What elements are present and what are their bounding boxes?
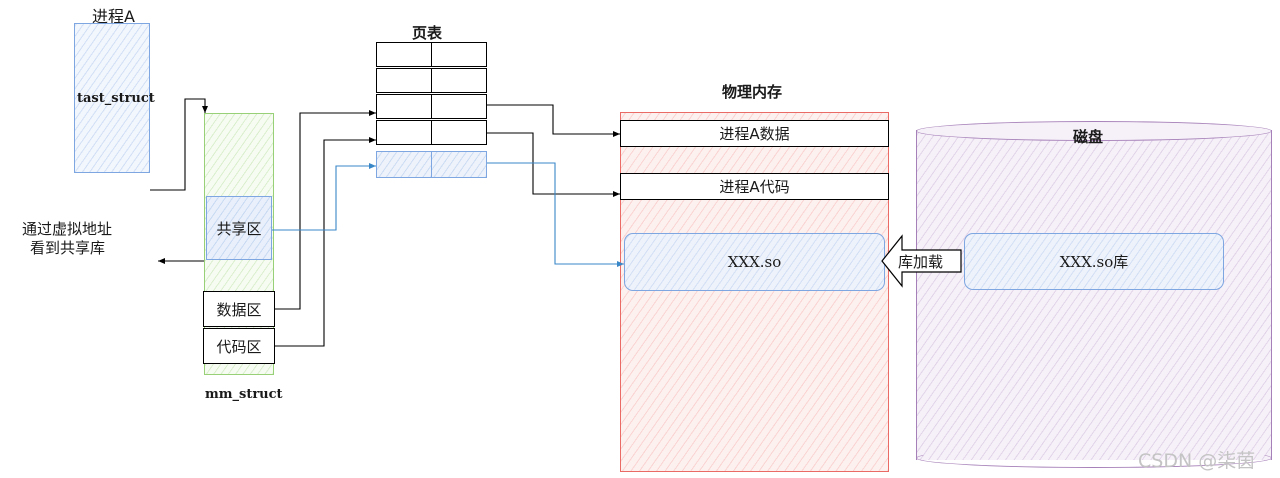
- disk-cylinder-top: [916, 121, 1272, 141]
- process-a-title: 进程A: [92, 7, 135, 26]
- disk-title: 磁盘: [1073, 128, 1104, 146]
- page-table-to-shared-lib-arrow: [487, 162, 624, 267]
- page-table-cell: [431, 68, 487, 93]
- page-table-cell: [431, 94, 487, 119]
- virtual-address-note-line1: 通过虚拟地址: [22, 220, 113, 238]
- memory-process-a-data: 进程A数据: [620, 120, 889, 147]
- shared-region-to-page-table-arrow: [272, 163, 376, 231]
- watermark: CSDN @柒茵: [1138, 450, 1256, 472]
- page-table-cell: [376, 94, 432, 119]
- page-table-cell: [376, 68, 432, 93]
- mm-struct-label: mm_struct: [205, 387, 283, 402]
- task-struct-label: tast_struct: [77, 91, 155, 106]
- physical-memory-box: [620, 112, 889, 472]
- page-table-cell: [431, 120, 487, 145]
- physical-memory-title: 物理内存: [722, 83, 783, 101]
- memory-shared-library: XXX.so: [624, 233, 885, 291]
- page-table-title: 页表: [412, 24, 443, 42]
- page-table-cell: [376, 42, 432, 67]
- data-region: 数据区: [203, 291, 275, 327]
- virtual-address-note-line2: 看到共享库: [30, 239, 106, 257]
- library-load-arrow: [881, 234, 962, 288]
- data-region-to-page-table-arrow: [275, 110, 376, 310]
- task-to-mm-arrow: [150, 98, 208, 191]
- disk-shared-library: XXX.so库: [964, 233, 1224, 290]
- disk-cylinder: [916, 130, 1272, 460]
- page-table-shared-entry: [431, 151, 487, 178]
- page-table-shared-entry: [376, 151, 432, 178]
- disk-cylinder-bottom: [916, 448, 1272, 468]
- code-region: 代码区: [203, 328, 275, 364]
- memory-process-a-code: 进程A代码: [620, 173, 889, 200]
- task-struct-box: [74, 23, 150, 173]
- shared-region: 共享区: [206, 196, 272, 260]
- library-load-label: 库加载: [898, 253, 944, 271]
- page-table-cell: [376, 120, 432, 145]
- page-table-to-memory-data-arrow: [487, 104, 620, 137]
- page-table-cell: [431, 42, 487, 67]
- code-region-to-page-table-arrow: [275, 137, 376, 347]
